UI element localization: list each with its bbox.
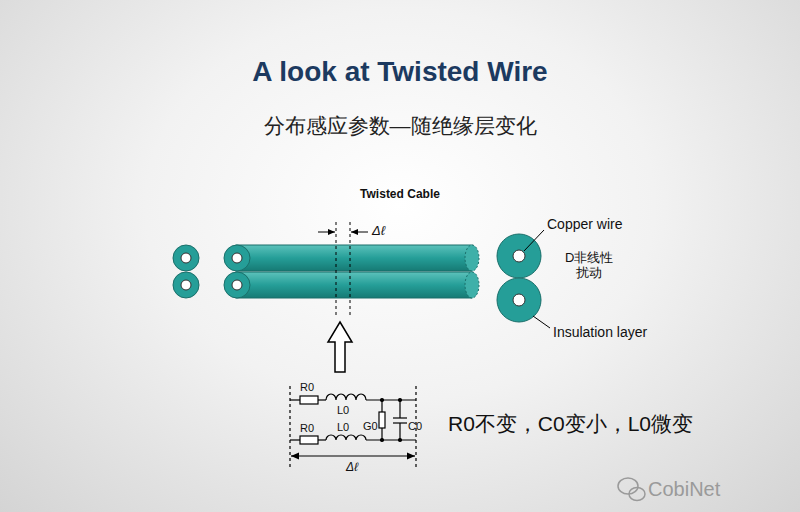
component-label: L0 — [337, 421, 349, 434]
note-label: D非线性 扰动 — [562, 251, 617, 281]
part-label: Copper wire — [547, 216, 622, 232]
wechat-icon — [618, 478, 645, 501]
component-label: R0 — [300, 422, 314, 435]
component-label: G0 — [363, 420, 378, 433]
watermark: CobiNet — [648, 478, 720, 501]
twisted-cable — [224, 222, 479, 316]
component-label: C0 — [408, 420, 422, 433]
component-label: R0 — [300, 381, 314, 394]
slide-title: A look at Twisted Wire — [0, 56, 800, 88]
cross-section-large — [497, 230, 550, 328]
parameter-note: R0不变，C0变小，L0微变 — [448, 412, 693, 436]
part-label: Insulation layer — [553, 324, 647, 340]
equivalent-circuit — [290, 386, 416, 470]
figure-heading: Twisted Cable — [0, 188, 800, 202]
up-arrow — [328, 322, 352, 372]
subtitle: 分布感应参数—随绝缘层变化 — [0, 114, 800, 138]
component-label: L0 — [337, 404, 349, 417]
length-label: Δℓ — [346, 461, 358, 475]
length-label: Δℓ — [372, 224, 385, 239]
cross-section-small — [173, 245, 199, 298]
